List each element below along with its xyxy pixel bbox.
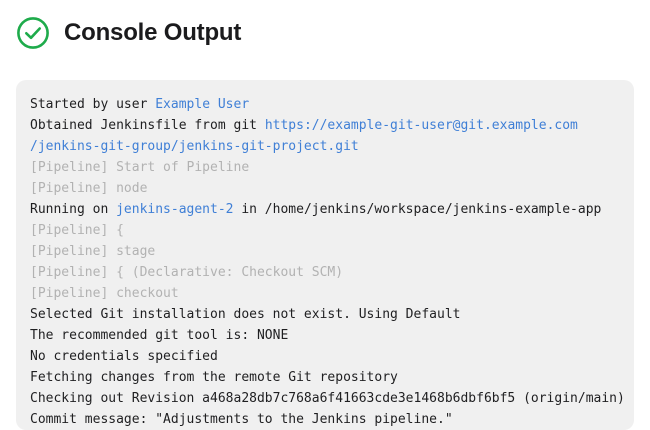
log-line-pipeline-open-brace: [Pipeline] { — [30, 220, 634, 241]
log-line-pipeline-start-of-pipeline: [Pipeline] Start of Pipeline — [30, 157, 634, 178]
log-line-selected-git-installation: Selected Git installation does not exist… — [30, 304, 634, 325]
log-text: Running on — [30, 202, 117, 217]
log-line-obtained-jenkinsfile: Obtained Jenkinsfile from git https://ex… — [30, 115, 634, 136]
log-text: [Pipeline] node — [30, 181, 148, 196]
log-text: Commit message: "Adjustments to the Jenk… — [30, 412, 453, 427]
log-line-git-url-continued: /jenkins-git-group/jenkins-git-project.g… — [30, 136, 634, 157]
log-line-commit-message: Commit message: "Adjustments to the Jenk… — [30, 409, 634, 430]
log-text: [Pipeline] checkout — [30, 286, 179, 301]
log-line-checking-out-revision: Checking out Revision a468a28db7c768a6f4… — [30, 388, 634, 409]
log-line-running-on-agent: Running on jenkins-agent-2 in /home/jenk… — [30, 199, 634, 220]
log-text: Checking out Revision a468a28db7c768a6f4… — [30, 391, 625, 406]
log-link[interactable]: jenkins-agent-2 — [116, 202, 234, 217]
log-text: Fetching changes from the remote Git rep… — [30, 370, 398, 385]
log-line-pipeline-node: [Pipeline] node — [30, 178, 634, 199]
log-line-no-credentials-specified: No credentials specified — [30, 346, 634, 367]
page-title: Console Output — [64, 19, 242, 46]
log-text: Obtained Jenkinsfile from git — [30, 118, 265, 133]
log-text: Started by user — [30, 97, 156, 112]
log-line-started-by-user: Started by user Example User — [30, 94, 634, 115]
log-link[interactable]: /jenkins-git-group/jenkins-git-project.g… — [30, 139, 359, 154]
log-text: [Pipeline] { (Declarative: Checkout SCM) — [30, 265, 344, 280]
log-link[interactable]: https://example-git-user@git.example.com — [264, 118, 578, 133]
log-line-pipeline-stage: [Pipeline] stage — [30, 241, 634, 262]
log-text: The recommended git tool is: NONE — [30, 328, 289, 343]
build-status-icon — [16, 16, 50, 50]
log-text: [Pipeline] { — [30, 223, 124, 238]
log-text: [Pipeline] stage — [30, 244, 156, 259]
log-line-pipeline-declarative-checkout-scm: [Pipeline] { (Declarative: Checkout SCM) — [30, 262, 634, 283]
page-header: Console Output — [0, 0, 650, 52]
check-circle-icon — [17, 17, 49, 49]
log-link[interactable]: Example User — [155, 97, 250, 112]
log-line-fetching-changes: Fetching changes from the remote Git rep… — [30, 367, 634, 388]
log-text: Selected Git installation does not exist… — [30, 307, 461, 322]
log-line-recommended-git-tool: The recommended git tool is: NONE — [30, 325, 634, 346]
log-text: in /home/jenkins/workspace/jenkins-examp… — [233, 202, 602, 217]
log-text: No credentials specified — [30, 349, 218, 364]
log-line-pipeline-checkout: [Pipeline] checkout — [30, 283, 634, 304]
log-text: [Pipeline] Start of Pipeline — [30, 160, 250, 175]
